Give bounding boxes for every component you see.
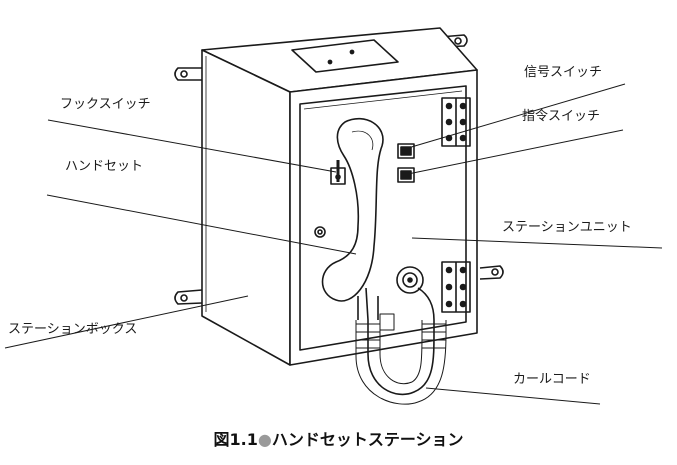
hinge-upper: [441, 97, 471, 147]
leader-signal-switch: [407, 83, 626, 149]
label-station-box: ステーションボックス: [8, 322, 138, 337]
label-command-switch: 指令スイッチ: [522, 109, 601, 124]
cord-connector: [396, 266, 424, 294]
leader-station-unit: [411, 237, 663, 249]
signal-switch: [397, 143, 415, 159]
leader-lines: [4, 83, 663, 405]
label-hook-switch: フックスイッチ: [60, 97, 151, 112]
label-handset: ハンドセット: [65, 159, 144, 174]
hinge-lower: [441, 261, 471, 313]
station-unit-panel: [299, 85, 467, 351]
label-curl-cord: カールコード: [513, 372, 591, 387]
leader-handset: [46, 194, 357, 255]
mounting-bracket-top-left: [174, 67, 202, 81]
leader-hook-switch: [47, 119, 337, 173]
mounting-bracket-bottom-right: [479, 265, 504, 280]
mounting-bracket-top-right: [439, 34, 468, 48]
mounting-bracket-bottom-left: [174, 289, 203, 305]
command-switch: [397, 167, 415, 183]
leader-command-switch: [407, 129, 624, 175]
figure-number: 図1.1: [213, 430, 258, 449]
top-cover-plate: [291, 39, 399, 73]
station-box: [201, 27, 478, 366]
caption-bullet: ●: [257, 430, 272, 449]
figure-caption: 図1.1●ハンドセットステーション: [0, 432, 677, 448]
handset: [321, 117, 384, 302]
leader-station-box: [4, 295, 249, 349]
leader-curl-cord: [425, 387, 601, 405]
figure-title: ハンドセットステーション: [271, 430, 464, 449]
label-station-unit: ステーションユニット: [502, 220, 632, 235]
label-signal-switch: 信号スイッチ: [524, 65, 603, 80]
curl-cord: [355, 287, 447, 405]
